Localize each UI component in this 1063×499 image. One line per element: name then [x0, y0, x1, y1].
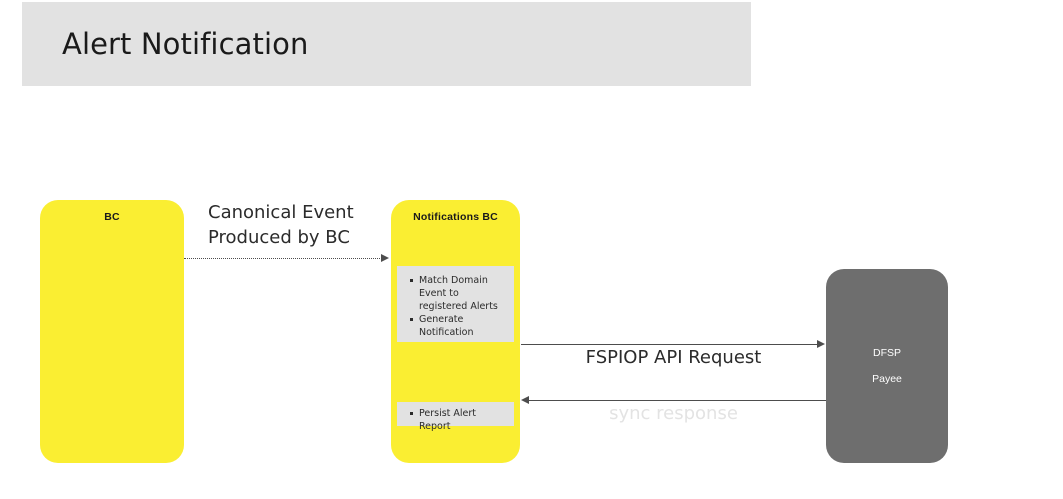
arrow-canonical-event-line [184, 258, 382, 259]
diagram-title-bar: Alert Notification [22, 2, 751, 86]
participant-dfsp-payee-label: DFSP Payee [826, 340, 948, 392]
list-item: Generate Notification [410, 313, 508, 339]
arrow-fspiop-request-label: FSPIOP API Request [585, 347, 762, 368]
participant-bc-label: BC [104, 211, 120, 223]
arrow-fspiop-request-head-icon [817, 340, 825, 348]
arrow-canonical-event-label: Canonical Event Produced by BC [208, 202, 354, 248]
arrow-fspiop-request-line [521, 344, 818, 345]
participant-dfsp-line2: Payee [872, 373, 902, 385]
arrow-sync-response-line [529, 400, 826, 401]
arrow-canonical-event-head-icon [381, 254, 389, 262]
arrow-sync-response-head-icon [521, 396, 529, 404]
note-match-generate: Match Domain Event to registered Alerts … [397, 266, 514, 342]
note-persist-alert-report: Persist Alert Report [397, 402, 514, 432]
participant-dfsp-payee[interactable]: DFSP Payee [826, 269, 948, 463]
participant-notifications-bc-label: Notifications BC [413, 211, 498, 223]
note-persist-list: Persist Alert Report [405, 407, 508, 433]
participant-dfsp-line1: DFSP [872, 347, 901, 359]
participant-bc[interactable]: BC [40, 200, 184, 463]
note-match-generate-list: Match Domain Event to registered Alerts … [405, 274, 508, 339]
arrow-sync-response-label: sync response [609, 403, 738, 424]
list-item: Match Domain Event to registered Alerts [410, 274, 508, 313]
page-title: Alert Notification [62, 27, 309, 61]
list-item: Persist Alert Report [410, 407, 508, 433]
